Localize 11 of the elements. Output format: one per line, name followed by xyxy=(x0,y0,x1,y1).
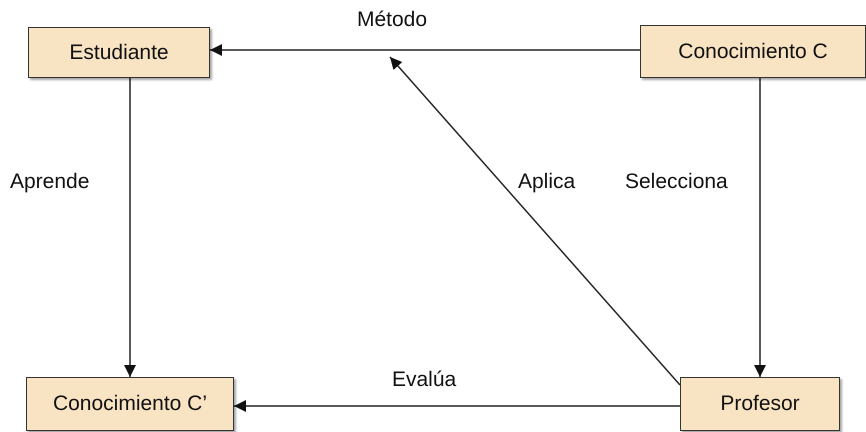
arrow xyxy=(124,78,136,377)
concept-box: Conocimiento C’ xyxy=(26,377,234,431)
arrow xyxy=(234,400,680,412)
concept-box: Profesor xyxy=(680,377,840,431)
concept-box: Estudiante xyxy=(28,27,210,78)
edge-label: Aplica xyxy=(516,170,578,194)
arrow xyxy=(754,78,766,377)
arrow xyxy=(210,44,640,56)
concept-box: Conocimiento C xyxy=(640,25,866,78)
arrow xyxy=(389,56,681,386)
edge-label: Aprende xyxy=(8,170,92,194)
